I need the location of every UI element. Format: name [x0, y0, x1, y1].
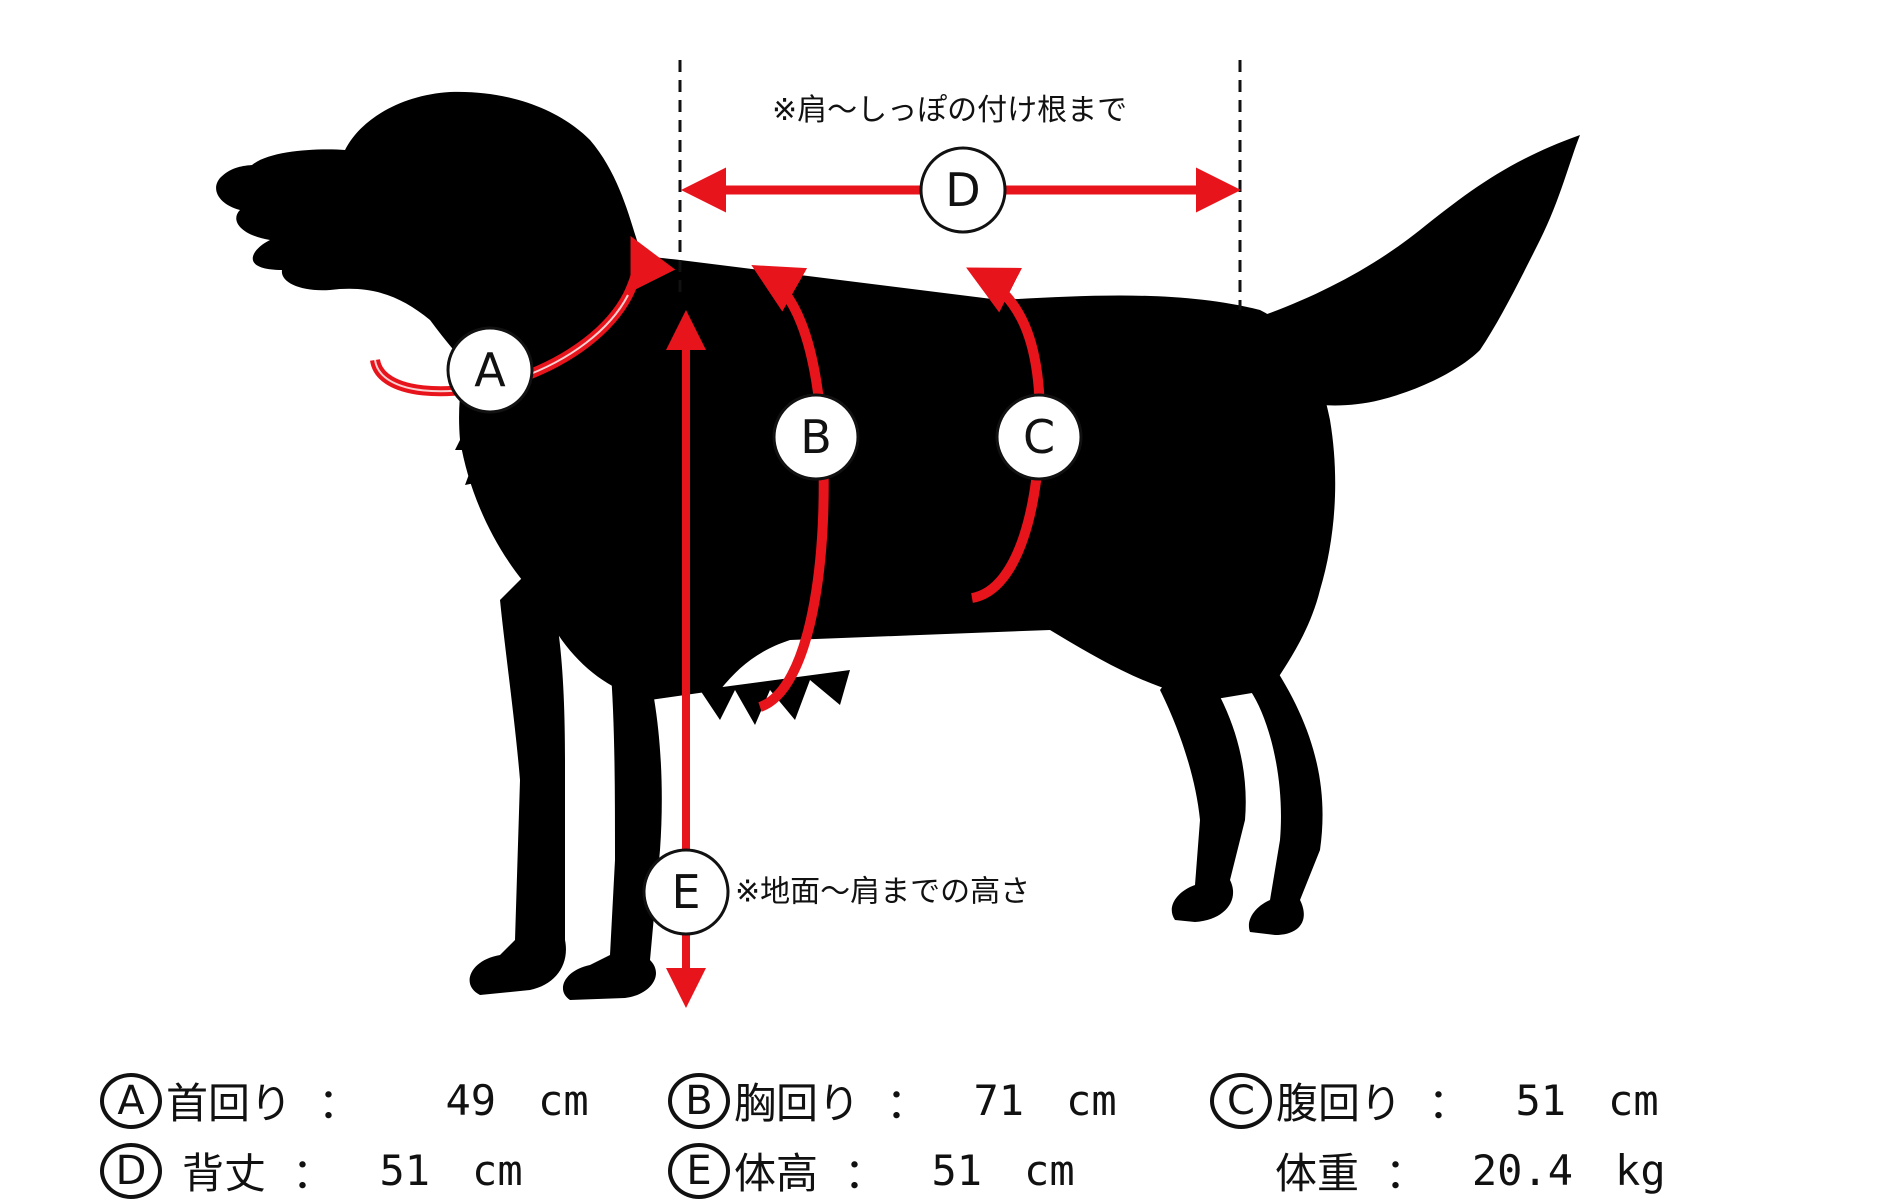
label-b: B	[772, 393, 860, 481]
label-c-text: C	[1023, 410, 1055, 464]
note-e: ※地面〜肩までの高さ	[735, 875, 1030, 910]
label-b-text: B	[800, 410, 832, 464]
label-a-text: A	[474, 343, 506, 397]
label-e: E	[642, 848, 730, 936]
label-e-text: E	[671, 865, 700, 919]
label-d: D	[919, 146, 1007, 234]
note-d: ※肩〜しっぽの付け根まで	[772, 93, 1127, 128]
label-a: A	[446, 326, 534, 414]
label-d-text: D	[945, 163, 980, 217]
dog-silhouette	[216, 91, 1580, 1000]
label-c: C	[995, 393, 1083, 481]
